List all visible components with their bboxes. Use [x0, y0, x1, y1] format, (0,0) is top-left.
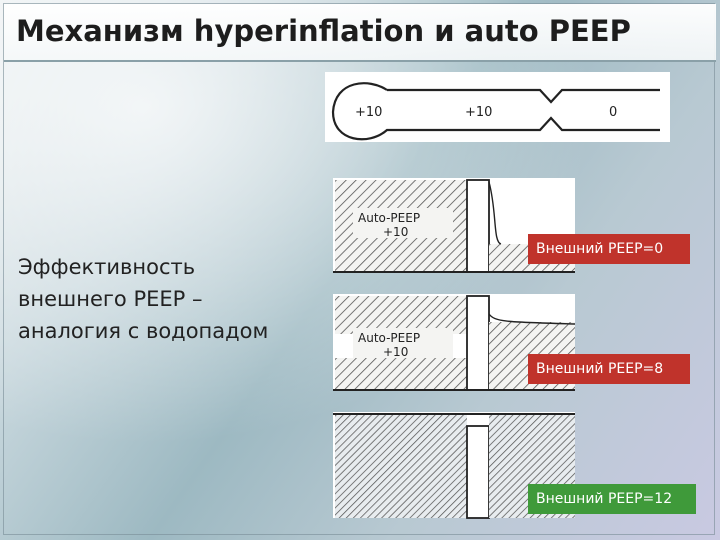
- airway-pressure: +10: [465, 105, 492, 120]
- waterfall-diagram: +10 +10 0 Auto-PEEP +10 Auto-PEEP +10: [325, 72, 670, 519]
- body-line: Эффективность: [18, 255, 196, 279]
- auto-peep-value: +10: [383, 345, 408, 359]
- body-line: внешнего PEEP –: [18, 287, 203, 311]
- title-bar: Механизм hyperinflation и auto PEEP: [4, 4, 716, 62]
- body-line: аналогия с водопадом: [18, 319, 269, 343]
- slide-frame: [3, 3, 715, 535]
- external-peep-badge-2: Внешний PEEP=8: [528, 354, 690, 384]
- alveolus-pressure: +10: [355, 105, 382, 120]
- slide-title: Механизм hyperinflation и auto PEEP: [16, 14, 631, 48]
- external-peep-badge-3: Внешний PEEP=12: [528, 484, 696, 514]
- body-text: Эффективность внешнего PEEP – аналогия с…: [18, 251, 318, 347]
- lung-airway-model: +10 +10 0: [325, 72, 670, 142]
- auto-peep-label: Auto-PEEP: [358, 211, 420, 225]
- auto-peep-value: +10: [383, 225, 408, 239]
- external-peep-badge-1: Внешний PEEP=0: [528, 234, 690, 264]
- mouth-pressure: 0: [609, 105, 617, 120]
- auto-peep-label: Auto-PEEP: [358, 331, 420, 345]
